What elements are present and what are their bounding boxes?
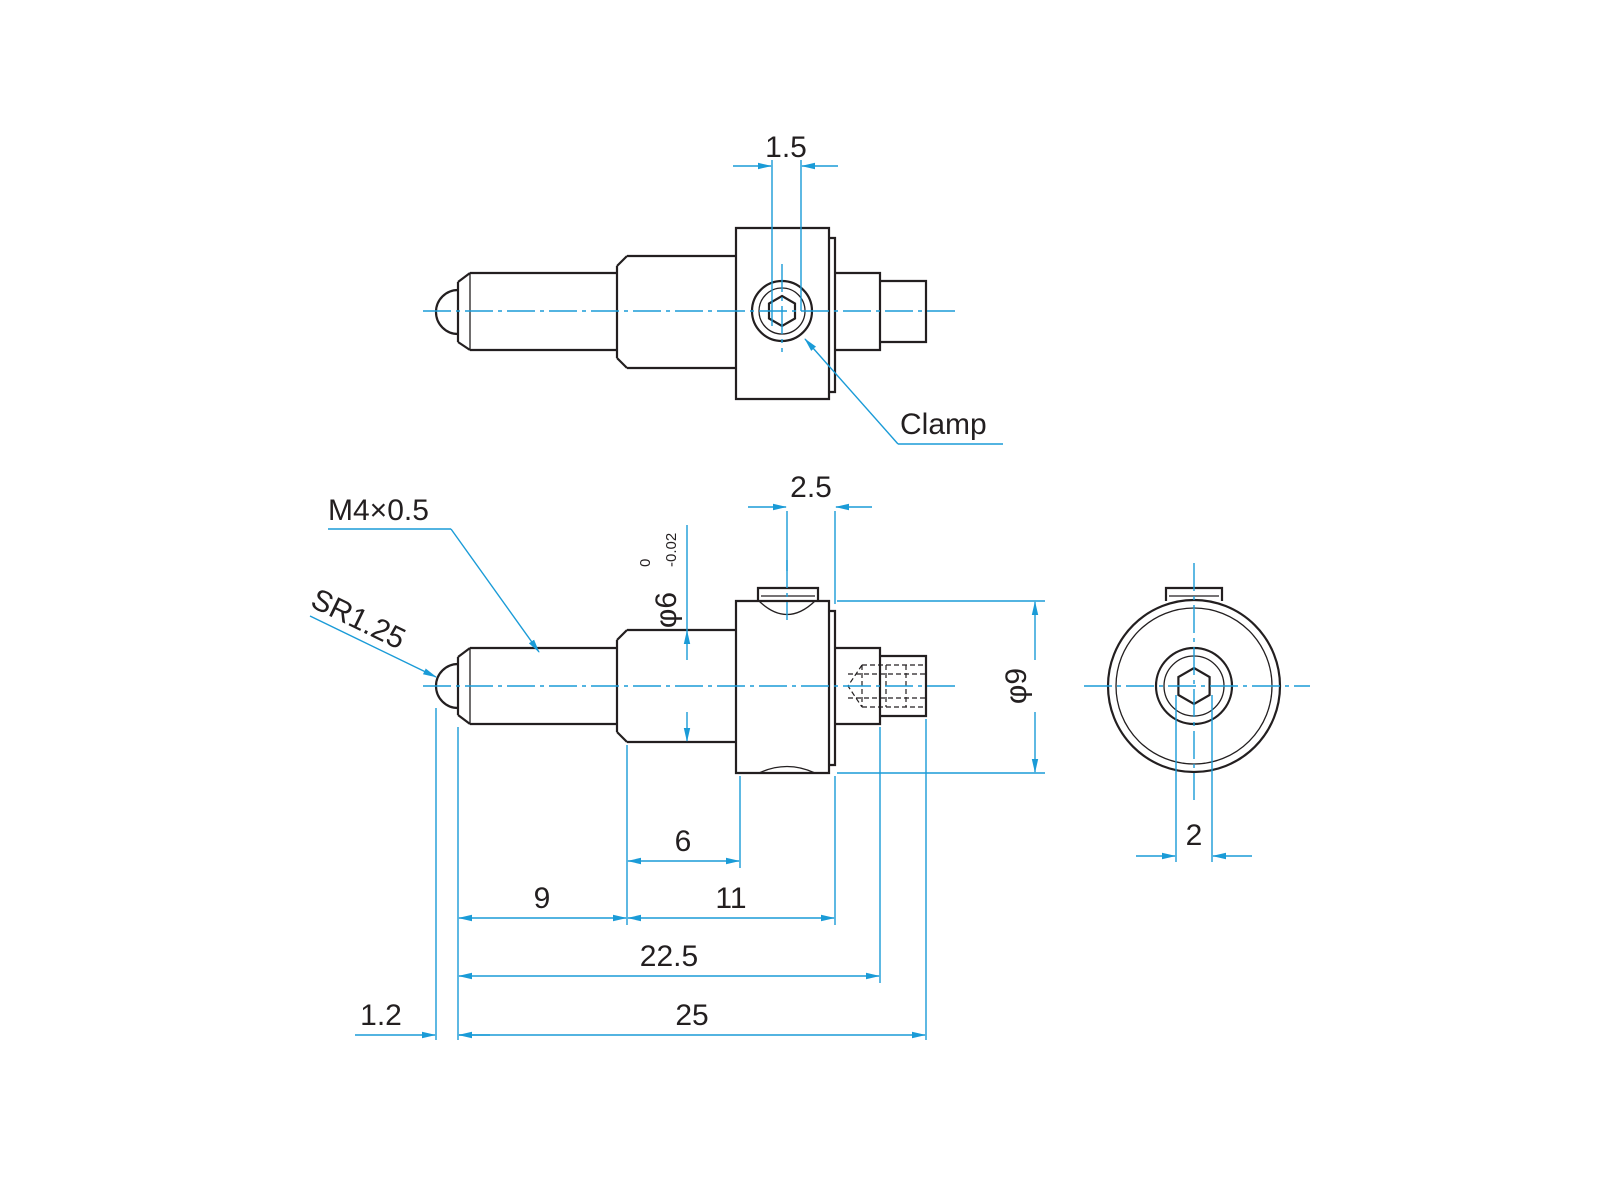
thread-callout-label: M4×0.5 xyxy=(328,494,429,527)
dim-shaft-tol-upper: 0 xyxy=(637,559,654,567)
dimension-to-collar: 11 xyxy=(627,882,835,922)
clamp-callout: Clamp xyxy=(804,338,1003,445)
top-view-centerlines xyxy=(423,264,955,352)
sphere-callout-label: SR1.25 xyxy=(306,583,410,657)
side-view-centerlines xyxy=(1084,563,1310,800)
dimension-hex-size: 2 xyxy=(1136,695,1252,862)
top-view-part-outline xyxy=(434,226,928,401)
side-view: 2 xyxy=(1084,563,1310,862)
dimension-overall-length: 25 xyxy=(458,999,926,1039)
top-view: 1.5 Clamp xyxy=(423,131,1003,445)
dim-shaft-diameter-label: φ6 xyxy=(650,592,683,628)
sphere-callout: SR1.25 xyxy=(306,583,437,678)
dim-to-collar-label: 11 xyxy=(715,882,746,915)
dimension-collar-diameter: φ9 xyxy=(837,600,1045,774)
clamp-callout-label: Clamp xyxy=(900,408,987,441)
dim-shaft-tol-lower: -0.02 xyxy=(663,533,680,567)
dim-clamp-slot-label: 1.5 xyxy=(765,131,807,164)
dimension-shaft-diameter: φ6 0 -0.02 xyxy=(637,525,691,742)
dim-shoulder-length-label: 6 xyxy=(675,825,692,858)
dimension-clamp-slot: 1.5 xyxy=(733,131,838,326)
front-view-extension-lines xyxy=(435,708,927,1040)
dim-hex-size-label: 2 xyxy=(1186,819,1203,852)
dim-collar-diameter-label: φ9 xyxy=(1000,668,1033,704)
dimension-shoulder-length: 6 xyxy=(627,825,740,865)
thread-callout: M4×0.5 xyxy=(328,494,540,653)
dim-tip-label: 1.2 xyxy=(360,999,402,1032)
dim-to-step-label: 22.5 xyxy=(640,940,698,973)
front-view-centerlines xyxy=(423,560,955,687)
dim-thread-length-label: 9 xyxy=(534,882,551,915)
dimension-to-step: 22.5 xyxy=(458,940,880,980)
front-view: M4×0.5 SR1.25 2.5 φ6 0 -0 xyxy=(306,471,1045,1040)
dimension-thread-length: 9 xyxy=(458,882,627,922)
dimension-tip: 1.2 xyxy=(355,999,490,1039)
dim-clamp-width-label: 2.5 xyxy=(790,471,832,504)
dim-overall-length-label: 25 xyxy=(675,999,708,1032)
dimension-clamp-width: 2.5 xyxy=(748,471,872,604)
